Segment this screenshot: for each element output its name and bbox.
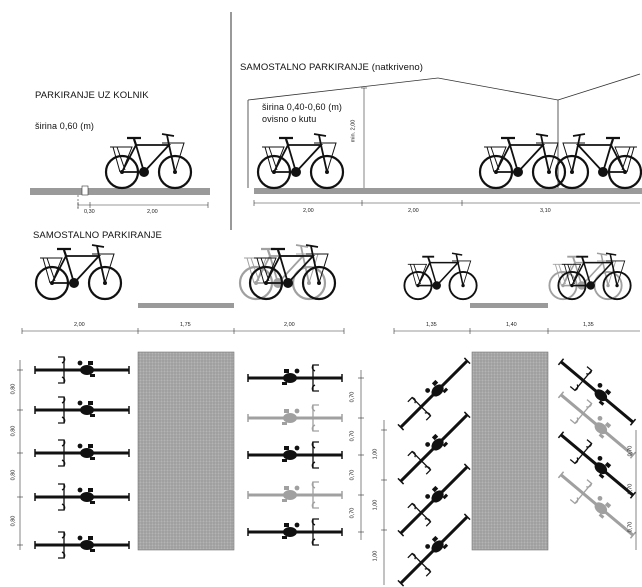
- dim-plan-right-3: 0,70: [627, 521, 634, 533]
- height-dimension-line: [361, 87, 367, 188]
- plan-bike-angled-2: [390, 404, 478, 492]
- covered-width-note: ovisno o kutu: [262, 114, 317, 124]
- row2-left-dimension-line: [21, 328, 345, 334]
- covered-bike-left: [256, 132, 345, 190]
- dim-plan-left-1: 0,80: [10, 383, 17, 395]
- covered-bike-right-b: [554, 132, 642, 190]
- plan-bike-left-4: [33, 482, 131, 512]
- covered-dimension-line: [253, 200, 640, 206]
- row2-left-aisle: [138, 303, 234, 308]
- dim-plan-left-4: 0,80: [10, 515, 17, 527]
- plan-right-aisle: [471, 351, 549, 551]
- curb-stone: [81, 185, 89, 196]
- plan-bike-angled-right-1: [551, 350, 642, 434]
- dim-covered-a: 2,00: [303, 208, 314, 214]
- curbside-dimension-line: [77, 195, 209, 210]
- row2-right-bike: [403, 252, 478, 301]
- row2-right-dimension-line: [393, 328, 640, 334]
- row2-right-aisle: [470, 303, 548, 308]
- curbside-title: PARKIRANJE UZ KOLNIK: [35, 90, 149, 101]
- dim-plan-angled-3: 1,00: [372, 550, 379, 562]
- plan-left-dimension-line: [17, 360, 23, 550]
- covered-parking-title: SAMOSTALNO PARKIRANJE (natkriveno): [240, 62, 424, 73]
- dim-plan-mid-3: 0,70: [349, 469, 356, 481]
- plan-bike-angled-right-4: [551, 463, 642, 547]
- plan-bike-left-3: [33, 438, 131, 468]
- height-label: min. 2,00: [350, 119, 357, 143]
- plan-angled-dimension-line: [381, 420, 387, 585]
- standalone-parking-title: SAMOSTALNO PARKIRANJE: [33, 230, 162, 241]
- curbside-bike: [104, 132, 193, 190]
- plan-bike-left-1: [33, 355, 131, 385]
- plan-bike-angled-3: [390, 456, 478, 544]
- dim-plan-angled-1: 1,00: [372, 448, 379, 460]
- dim-plan-mid-4: 0,70: [349, 507, 356, 519]
- plan-bike-left-5: [33, 530, 131, 560]
- shelter-roof: [247, 73, 641, 188]
- dim-curb-b: 2,00: [147, 209, 158, 215]
- covered-ground: [254, 188, 642, 194]
- plan-bike-mid-3: [246, 440, 344, 470]
- dim-plan-right-1: 0,70: [627, 445, 634, 457]
- covered-bike-right-a: [478, 132, 567, 190]
- plan-bike-angled-1: [390, 350, 478, 438]
- plan-left-aisle: [137, 351, 235, 551]
- plan-bike-left-2: [33, 395, 131, 425]
- dim-row2-left-b: 1,75: [180, 322, 191, 328]
- dim-plan-mid-1: 0,70: [349, 391, 356, 403]
- dim-row2-right-c: 1,35: [583, 322, 594, 328]
- curbside-ground: [30, 188, 210, 195]
- dim-plan-left-3: 0,80: [10, 469, 17, 481]
- plan-bike-mid-4: [246, 480, 344, 510]
- row2-left-bike: [34, 243, 123, 301]
- plan-bike-angled-4: [390, 506, 478, 587]
- plan-bike-mid-1: [246, 363, 344, 393]
- dim-row2-right-b: 1,40: [506, 322, 517, 328]
- dim-covered-c: 3,10: [540, 208, 551, 214]
- dim-row2-left-c: 2,00: [284, 322, 295, 328]
- dim-plan-angled-2: 1,00: [372, 499, 379, 511]
- dim-row2-right-a: 1,35: [426, 322, 437, 328]
- covered-width-label: širina 0,40-0,60 (m): [262, 102, 343, 112]
- curbside-width-label: širina 0,60 (m): [35, 121, 95, 131]
- dim-covered-b: 2,00: [408, 208, 419, 214]
- plan-mid-dimension-line: [358, 370, 364, 540]
- dim-curb-a: 0,30: [84, 209, 95, 215]
- dim-plan-right-2: 0,70: [627, 483, 634, 495]
- plan-bike-mid-2: [246, 403, 344, 433]
- dim-row2-left-a: 2,00: [74, 322, 85, 328]
- plan-bike-mid-5: [246, 517, 344, 547]
- dim-plan-left-2: 0,80: [10, 425, 17, 437]
- dim-plan-mid-2: 0,70: [349, 430, 356, 442]
